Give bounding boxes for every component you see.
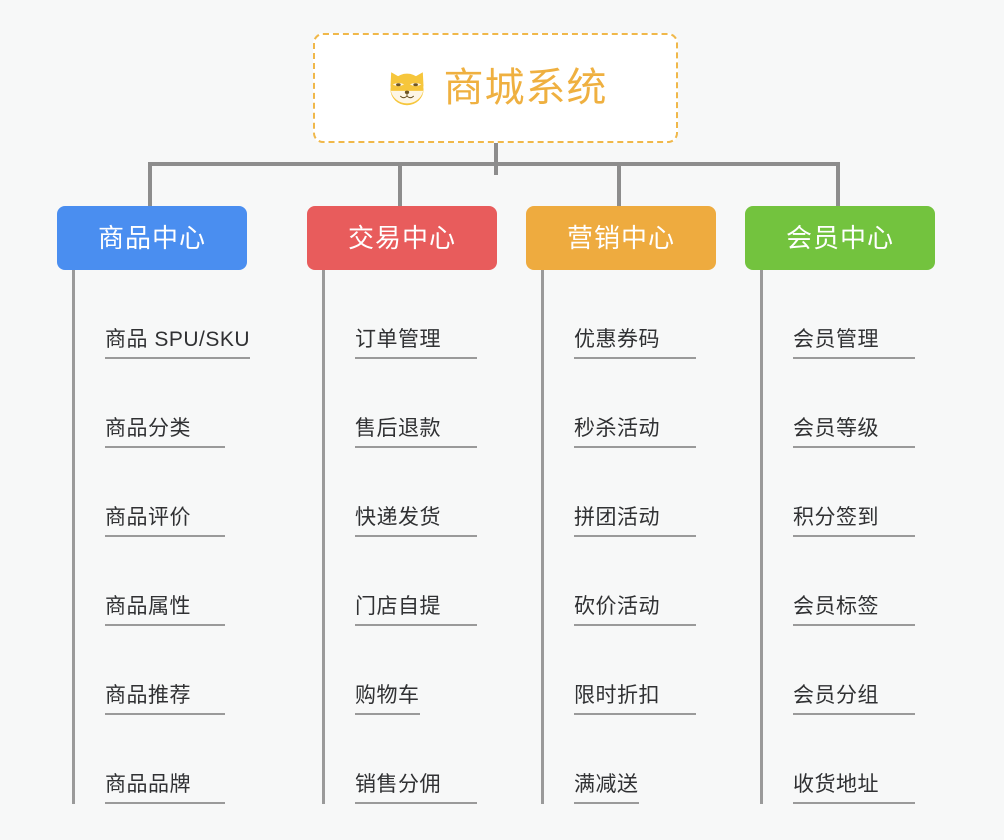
- leaf-label: 快递发货: [355, 505, 441, 529]
- leaf-label: 商品推荐: [105, 683, 191, 707]
- leaf-label: 销售分佣: [355, 772, 441, 796]
- list-item[interactable]: 满减送: [544, 715, 716, 804]
- column-交易中心: 交易中心 订单管理 售后退款 快递发货 门店自提 购物车 销售分佣: [307, 206, 497, 804]
- category-label-1: 商品中心: [97, 223, 206, 253]
- leaf-label: 会员管理: [793, 327, 879, 351]
- leaf-label: 会员分组: [793, 683, 879, 707]
- list-item[interactable]: 销售分佣: [325, 715, 497, 804]
- leaf-label: 积分签到: [793, 505, 879, 529]
- list-item[interactable]: 会员等级: [763, 359, 935, 448]
- list-item[interactable]: 商品分类: [75, 359, 247, 448]
- list-item[interactable]: 会员分组: [763, 626, 935, 715]
- root-node-商城系统[interactable]: 商城系统: [313, 33, 678, 143]
- branch-4: 会员管理 会员等级 积分签到 会员标签 会员分组 收货地址: [760, 270, 935, 804]
- leaf-label: 购物车: [355, 683, 420, 707]
- connector-drop-1: [148, 162, 152, 209]
- list-item[interactable]: 砍价活动: [544, 537, 716, 626]
- list-item[interactable]: 快递发货: [325, 448, 497, 537]
- leaf-label: 门店自提: [355, 594, 441, 618]
- category-label-2: 交易中心: [347, 223, 456, 253]
- list-item[interactable]: 秒杀活动: [544, 359, 716, 448]
- list-item[interactable]: 限时折扣: [544, 626, 716, 715]
- leaf-label: 订单管理: [355, 327, 441, 351]
- list-item[interactable]: 收货地址: [763, 715, 935, 804]
- connector-drop-4: [836, 162, 840, 209]
- leaf-label: 售后退款: [355, 416, 441, 440]
- list-item[interactable]: 商品推荐: [75, 626, 247, 715]
- shiba-dog-face-icon: [389, 72, 424, 106]
- category-box-4[interactable]: 会员中心: [745, 206, 935, 270]
- column-营销中心: 营销中心 优惠券码 秒杀活动 拼团活动 砍价活动 限时折扣 满减送: [526, 206, 716, 804]
- list-item[interactable]: 会员标签: [763, 537, 935, 626]
- list-item[interactable]: 拼团活动: [544, 448, 716, 537]
- list-item[interactable]: 积分签到: [763, 448, 935, 537]
- connector-drop-2: [398, 162, 402, 209]
- column-商品中心: 商品中心 商品 SPU/SKU 商品分类 商品评价 商品属性 商品推荐 商品品牌: [57, 206, 251, 804]
- leaf-label: 秒杀活动: [574, 416, 660, 440]
- leaf-label: 商品 SPU/SKU: [105, 327, 251, 351]
- list-item[interactable]: 订单管理: [325, 270, 497, 359]
- leaf-label: 砍价活动: [574, 594, 660, 618]
- connector-bus: [148, 162, 840, 166]
- connector-trunk: [494, 143, 498, 175]
- list-item[interactable]: 商品评价: [75, 448, 247, 537]
- category-box-3[interactable]: 营销中心: [526, 206, 716, 270]
- list-item[interactable]: 门店自提: [325, 537, 497, 626]
- category-label-4: 会员中心: [785, 223, 894, 253]
- leaf-label: 商品评价: [105, 505, 191, 529]
- list-item[interactable]: 购物车: [325, 626, 497, 715]
- leaf-label: 会员标签: [793, 594, 879, 618]
- leaf-label: 商品分类: [105, 416, 191, 440]
- list-item[interactable]: 商品 SPU/SKU: [75, 270, 251, 359]
- column-会员中心: 会员中心 会员管理 会员等级 积分签到 会员标签 会员分组 收货地址: [745, 206, 935, 804]
- branch-3: 优惠券码 秒杀活动 拼团活动 砍价活动 限时折扣 满减送: [541, 270, 716, 804]
- connector-drop-3: [617, 162, 621, 209]
- leaf-label: 满减送: [574, 772, 639, 796]
- category-label-3: 营销中心: [566, 223, 675, 253]
- category-box-1[interactable]: 商品中心: [57, 206, 247, 270]
- leaf-label: 限时折扣: [574, 683, 660, 707]
- list-item[interactable]: 商品属性: [75, 537, 247, 626]
- category-box-2[interactable]: 交易中心: [307, 206, 497, 270]
- list-item[interactable]: 优惠券码: [544, 270, 716, 359]
- list-item[interactable]: 会员管理: [763, 270, 935, 359]
- branch-2: 订单管理 售后退款 快递发货 门店自提 购物车 销售分佣: [322, 270, 497, 804]
- leaf-label: 拼团活动: [574, 505, 660, 529]
- list-item[interactable]: 商品品牌: [75, 715, 247, 804]
- leaf-label: 优惠券码: [574, 327, 660, 351]
- list-item[interactable]: 售后退款: [325, 359, 497, 448]
- leaf-label: 会员等级: [793, 416, 879, 440]
- branch-1: 商品 SPU/SKU 商品分类 商品评价 商品属性 商品推荐 商品品牌: [72, 270, 251, 804]
- leaf-label: 收货地址: [793, 772, 879, 796]
- leaf-label: 商品品牌: [105, 772, 191, 796]
- root-title: 商城系统: [443, 66, 608, 110]
- leaf-label: 商品属性: [105, 594, 191, 618]
